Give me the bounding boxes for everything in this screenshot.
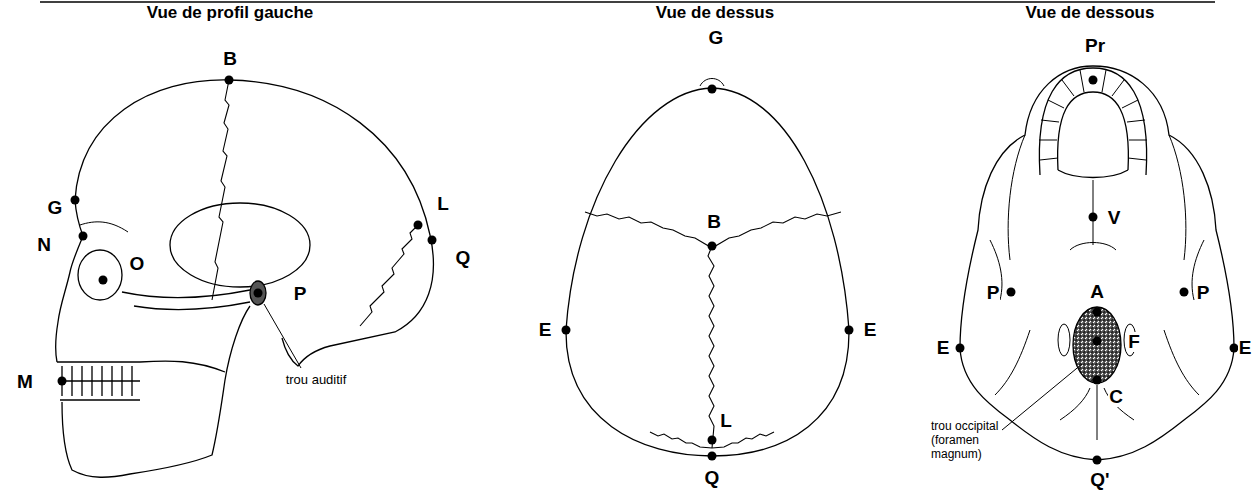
landmark-letter: M [16, 372, 34, 393]
landmark-dots [58, 76, 1239, 465]
landmark-letter: E [538, 320, 553, 341]
skull-profile [56, 80, 434, 477]
leader-line [1002, 364, 1082, 430]
top-rule [40, 1, 1215, 3]
landmark-letter: P [293, 284, 308, 305]
landmark-letter: C [1108, 387, 1124, 408]
landmark-letter: Pr [1084, 36, 1106, 57]
landmark-letter: L [436, 194, 450, 215]
landmark-letter: Q [455, 248, 472, 269]
landmark-letter: G [708, 28, 725, 49]
landmark-letter: O [129, 254, 146, 275]
landmark-letter: P [1196, 283, 1211, 304]
callout-text: trou occipital (foramen magnum) [930, 420, 1002, 461]
landmark-letter: E [936, 338, 951, 359]
landmark-letter: Q [704, 468, 721, 489]
landmark-letter: V [1107, 208, 1122, 229]
landmark-letter: L [719, 411, 733, 432]
landmark-letter: A [1089, 282, 1105, 303]
landmark-letter: P [986, 283, 1001, 304]
view-title: Vue de dessous [1025, 4, 1156, 23]
landmark-letter: Q' [1089, 470, 1110, 491]
view-title: Vue de dessus [655, 4, 775, 23]
view-title: Vue de profil gauche [146, 4, 315, 23]
landmark-letter: N [36, 235, 52, 256]
landmark-letter: E [1238, 338, 1253, 359]
landmark-letter: F [1127, 332, 1141, 353]
landmark-letter: B [706, 212, 722, 233]
callout-text: trou auditif [285, 373, 348, 387]
landmark-letter: B [222, 49, 238, 70]
landmark-letter: G [47, 198, 64, 219]
skull-bottom [960, 66, 1234, 460]
skull-top [566, 79, 849, 457]
landmark-letter: E [863, 320, 878, 341]
leader-line [264, 304, 301, 368]
